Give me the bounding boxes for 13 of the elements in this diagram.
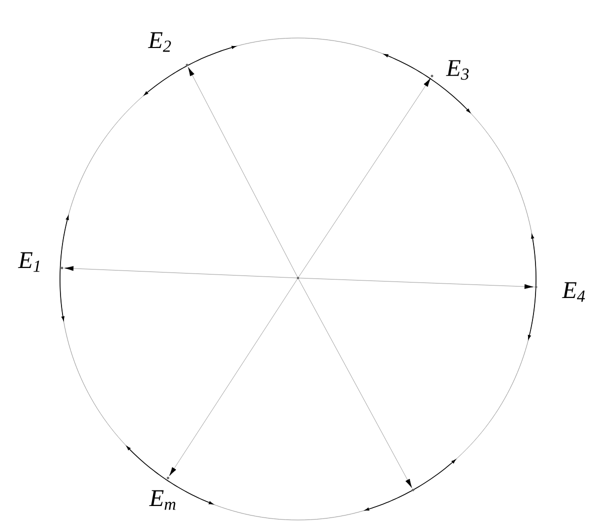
arrow [298,78,431,277]
point-label: E$_{4}$ [562,282,585,302]
point [296,276,300,280]
arrow [169,279,298,476]
arrow [188,67,298,277]
point-label: E$_{1}$ [18,252,40,272]
arrow [299,278,534,289]
arrow [298,279,412,488]
point-label: E$_{3}$ [446,60,469,80]
point-label: E$_{m}$ [149,490,176,510]
point-label: E$_{2}$ [148,32,171,52]
point [412,488,414,492]
arrow [64,266,297,278]
